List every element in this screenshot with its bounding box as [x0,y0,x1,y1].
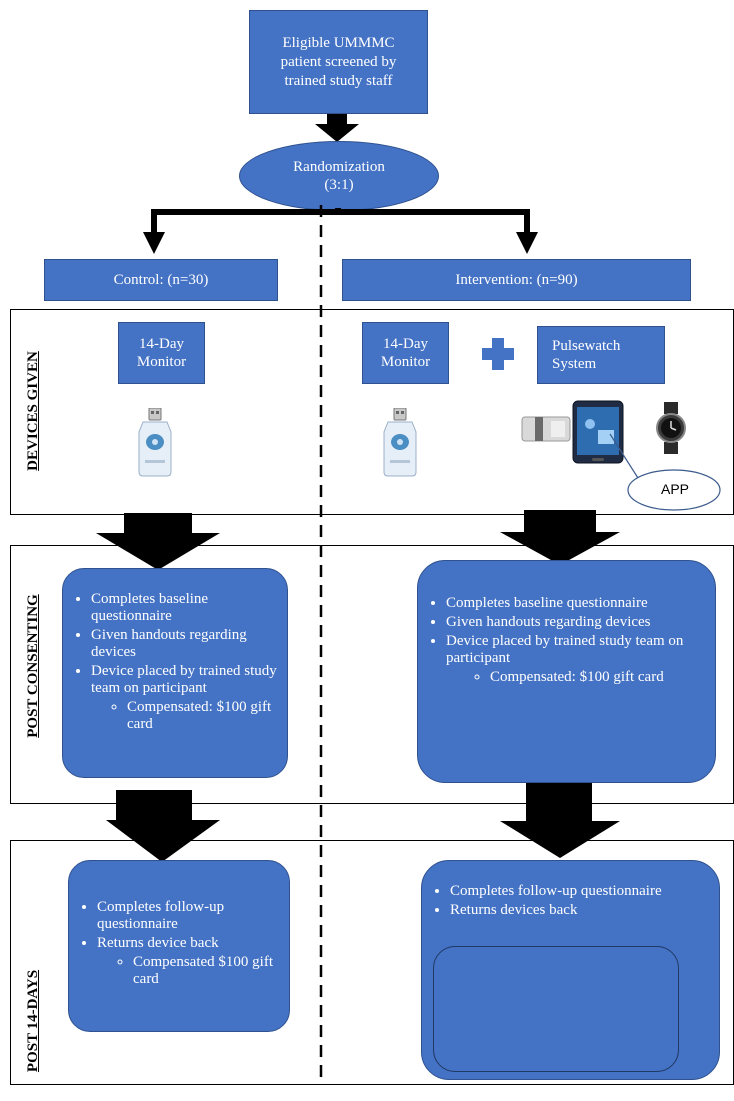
app-callout-bubble [609,433,721,511]
randomization-ellipse: Randomization (3:1) [239,141,439,211]
start-box-text: Eligible UMMMC patient screened by train… [280,34,397,89]
list-item: Returns devices back [450,902,705,919]
control-post-list: Completes follow-up questionnaire Return… [69,899,281,988]
list-item: Completes follow-up questionnaire [97,899,281,933]
intervention-consent-box: Completes baseline questionnaire Given h… [417,560,716,783]
smartwatch-icon [656,402,686,454]
arrow-down-icon [315,114,359,142]
section-label-devices: DEVICES GIVEN [25,351,41,471]
intervention-header-text: Intervention: (n=90) [455,271,578,288]
intervention-post-inner-frame [433,946,679,1072]
intervention-consent-list: Completes baseline questionnaire Given h… [418,595,701,686]
list-item-text: Returns device back [97,935,219,951]
list-item: Completes baseline questionnaire [91,591,279,625]
group-divider [319,205,323,1080]
control-monitor-box: 14-Day Monitor [118,322,205,384]
control-monitor-label: 14-Day Monitor [136,336,187,370]
pulsewatch-system-label: Pulsewatch System [552,338,621,372]
arrow-down-icon [500,510,620,565]
sub-list-item: Compensated: $100 gift card [490,669,701,686]
control-consent-box: Completes baseline questionnaire Given h… [62,568,288,778]
holter-monitor-icon [383,408,417,477]
start-box: Eligible UMMMC patient screened by train… [249,10,428,114]
intervention-monitor-box: 14-Day Monitor [362,322,449,384]
control-header-text: Control: (n=30) [113,271,209,288]
pulsewatch-system-box: Pulsewatch System [537,326,665,384]
section-label-consent: POST CONSENTING [25,594,41,738]
smartphone-icon [572,400,624,464]
list-item-text: Device placed by trained study team on p… [91,663,277,696]
list-item: Given handouts regarding devices [91,627,279,661]
list-item: Device placed by trained study team on p… [91,663,279,733]
list-item-text: Device placed by trained study team on p… [446,633,684,666]
split-connector [143,208,538,254]
intervention-post-list: Completes follow-up questionnaire Return… [422,883,705,919]
intervention-header: Intervention: (n=90) [342,259,691,301]
sub-list-item: Compensated: $100 gift card [127,699,279,733]
intervention-monitor-label: 14-Day Monitor [380,336,431,370]
sub-list-item: Compensated $100 gift card [133,954,281,988]
arrow-down-icon [96,513,220,570]
randomization-label: Randomization [293,159,385,175]
arrow-down-icon [500,783,620,858]
plus-icon [482,338,514,370]
list-item: Completes baseline questionnaire [446,595,701,612]
app-callout-label: APP [660,481,689,497]
charger-icon [521,416,571,442]
list-item: Returns device back Compensated $100 gif… [97,935,281,988]
list-item: Device placed by trained study team on p… [446,633,701,686]
control-consent-list: Completes baseline questionnaire Given h… [63,591,279,733]
section-label-post14: POST 14-DAYS [25,969,41,1073]
control-post-box: Completes follow-up questionnaire Return… [68,860,290,1032]
randomization-ratio: (3:1) [324,177,354,193]
holter-monitor-icon [138,408,172,477]
intervention-post-box: Completes follow-up questionnaire Return… [421,860,720,1080]
arrow-down-icon [106,790,220,862]
list-item: Given handouts regarding devices [446,614,701,631]
list-item: Completes follow-up questionnaire [450,883,705,900]
control-header: Control: (n=30) [44,259,278,301]
